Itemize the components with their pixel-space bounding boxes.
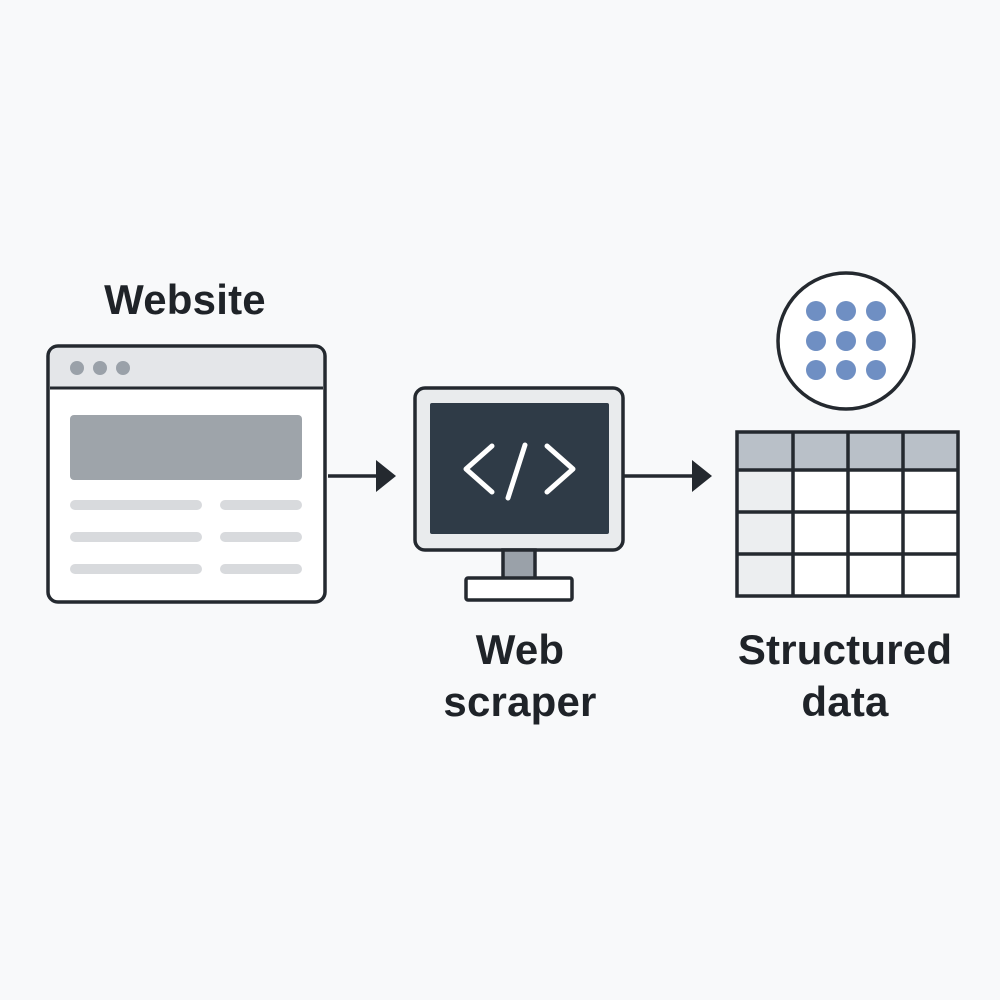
structured-data-label-line2: data [801, 678, 889, 725]
web-scraper-label-line2: scraper [443, 678, 597, 725]
web-scraper-label-line1: Web [475, 626, 565, 673]
arrow-website-to-scraper [328, 460, 396, 492]
data-table-icon [735, 430, 960, 598]
website-label: Website [60, 274, 310, 326]
structured-data-label-line1: Structured [737, 626, 953, 673]
code-brackets-icon [463, 442, 576, 501]
structured-data-label: Structured data [705, 624, 985, 728]
window-dot-icon [116, 361, 130, 375]
window-dot-icon [93, 361, 107, 375]
table-first-column [737, 470, 793, 596]
website-window-icon [46, 344, 327, 604]
website-banner-block [70, 415, 302, 480]
window-dot-icon [70, 361, 84, 375]
monitor-icon [413, 386, 625, 602]
arrow-scraper-to-structured [623, 460, 712, 492]
website-label-text: Website [104, 276, 266, 323]
web-scraper-label: Web scraper [400, 624, 640, 728]
data-dots-icon [776, 271, 916, 411]
